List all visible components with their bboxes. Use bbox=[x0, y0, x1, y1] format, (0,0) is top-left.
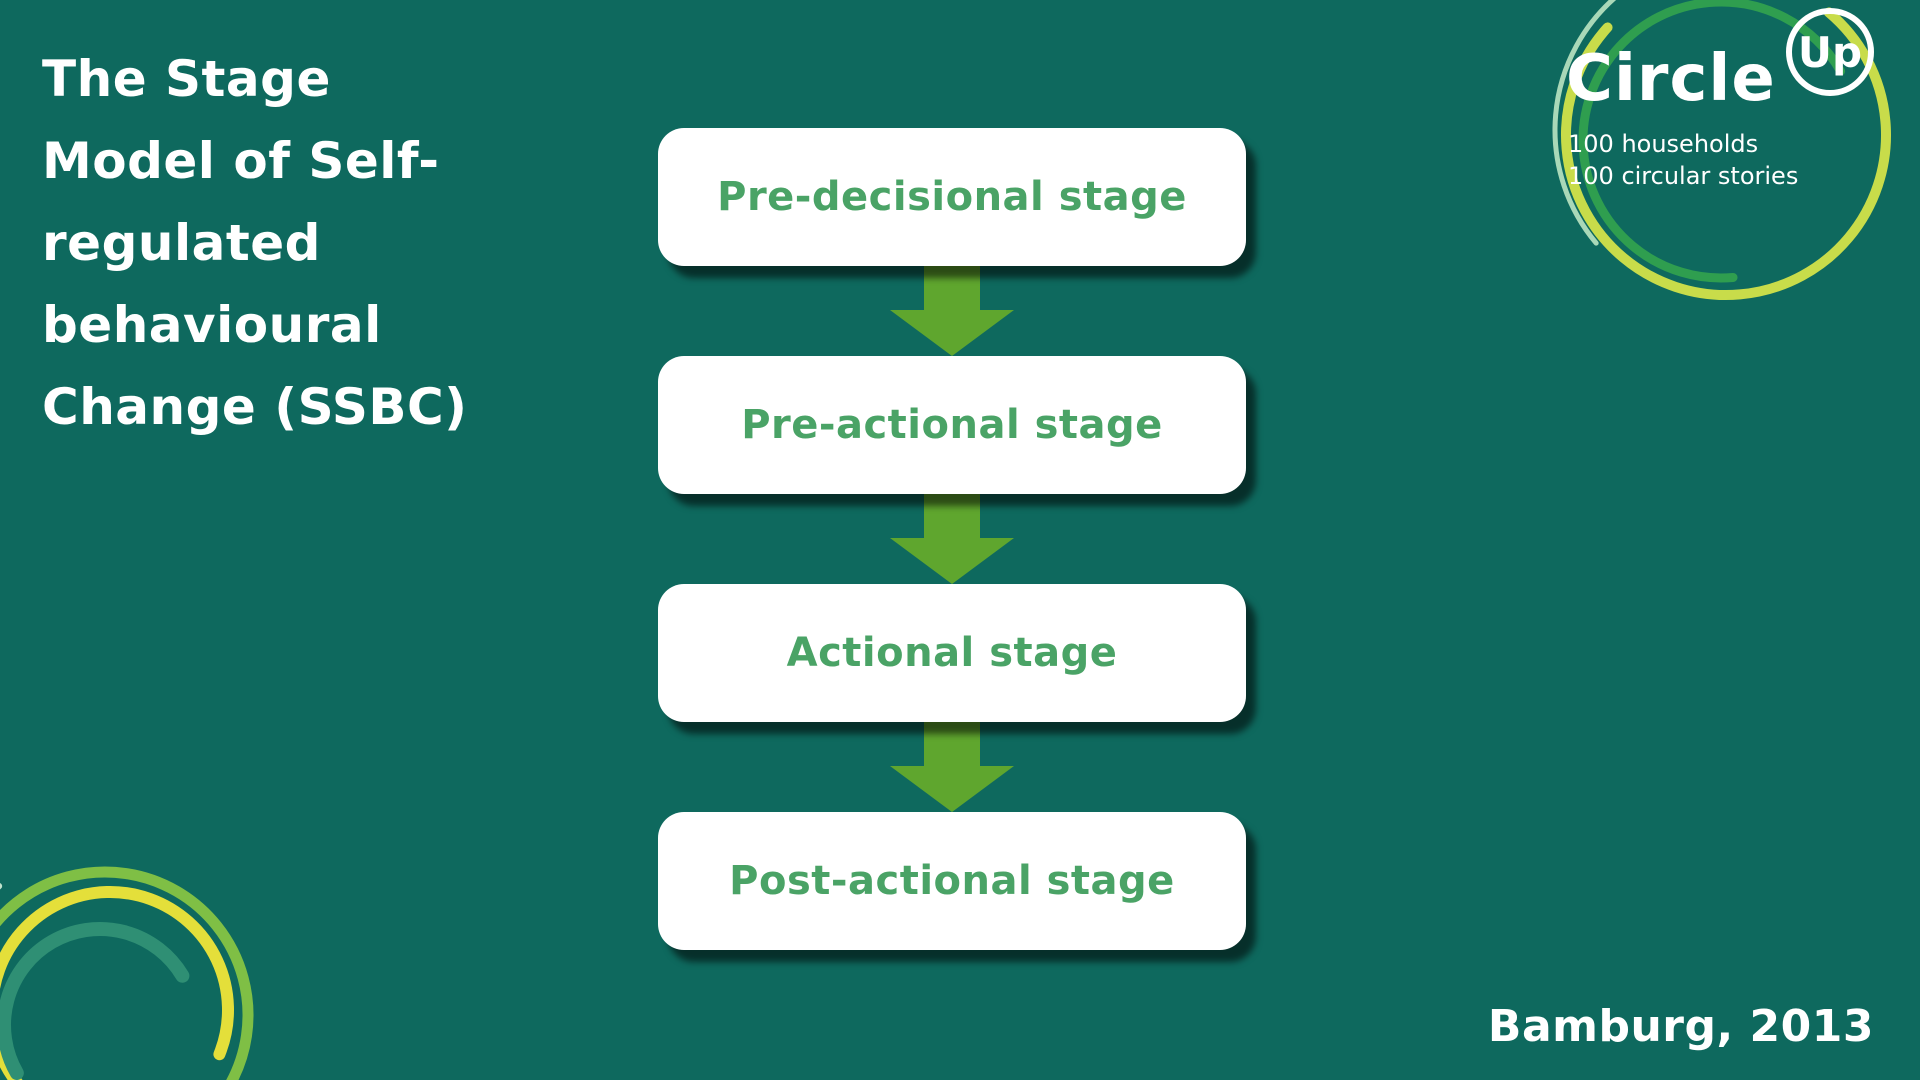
title-line: The Stage bbox=[42, 50, 331, 108]
title-line: Change (SSBC) bbox=[42, 378, 468, 436]
arrow-head bbox=[890, 310, 1014, 356]
page-title: The Stage Model of Self- regulated behav… bbox=[42, 38, 522, 448]
arrow-shaft bbox=[924, 266, 980, 310]
down-arrow-icon bbox=[890, 722, 1014, 812]
arrow-head bbox=[890, 538, 1014, 584]
arrow-shaft bbox=[924, 722, 980, 766]
decorative-arcs-bottom-left bbox=[0, 836, 284, 1080]
logo-tagline-2: 100 circular stories bbox=[1568, 162, 1799, 190]
stage-box-pre-actional: Pre-actional stage bbox=[658, 356, 1246, 494]
arrow-shaft bbox=[924, 494, 980, 538]
logo-up-badge: Up bbox=[1786, 8, 1874, 96]
logo-brand-text: Circle bbox=[1566, 42, 1776, 116]
stage-box-pre-decisional: Pre-decisional stage bbox=[658, 128, 1246, 266]
stage-label: Actional stage bbox=[786, 630, 1118, 676]
stage-label: Pre-actional stage bbox=[741, 402, 1163, 448]
stage-box-post-actional: Post-actional stage bbox=[658, 812, 1246, 950]
title-line: behavioural bbox=[42, 296, 382, 354]
attribution-text: Bamburg, 2013 bbox=[1487, 1001, 1874, 1052]
stage-label: Post-actional stage bbox=[729, 858, 1175, 904]
circleup-logo: Circle Up 100 households 100 circular st… bbox=[1456, 0, 1910, 340]
arrow-head bbox=[890, 766, 1014, 812]
stage-label: Pre-decisional stage bbox=[717, 174, 1187, 220]
title-line: Model of Self- bbox=[42, 132, 440, 190]
stage-box-actional: Actional stage bbox=[658, 584, 1246, 722]
down-arrow-icon bbox=[890, 494, 1014, 584]
title-line: regulated bbox=[42, 214, 321, 272]
logo-tagline-1: 100 households bbox=[1568, 130, 1759, 158]
down-arrow-icon bbox=[890, 266, 1014, 356]
stage-flow-diagram: Pre-decisional stage Pre-actional stage … bbox=[658, 128, 1246, 950]
